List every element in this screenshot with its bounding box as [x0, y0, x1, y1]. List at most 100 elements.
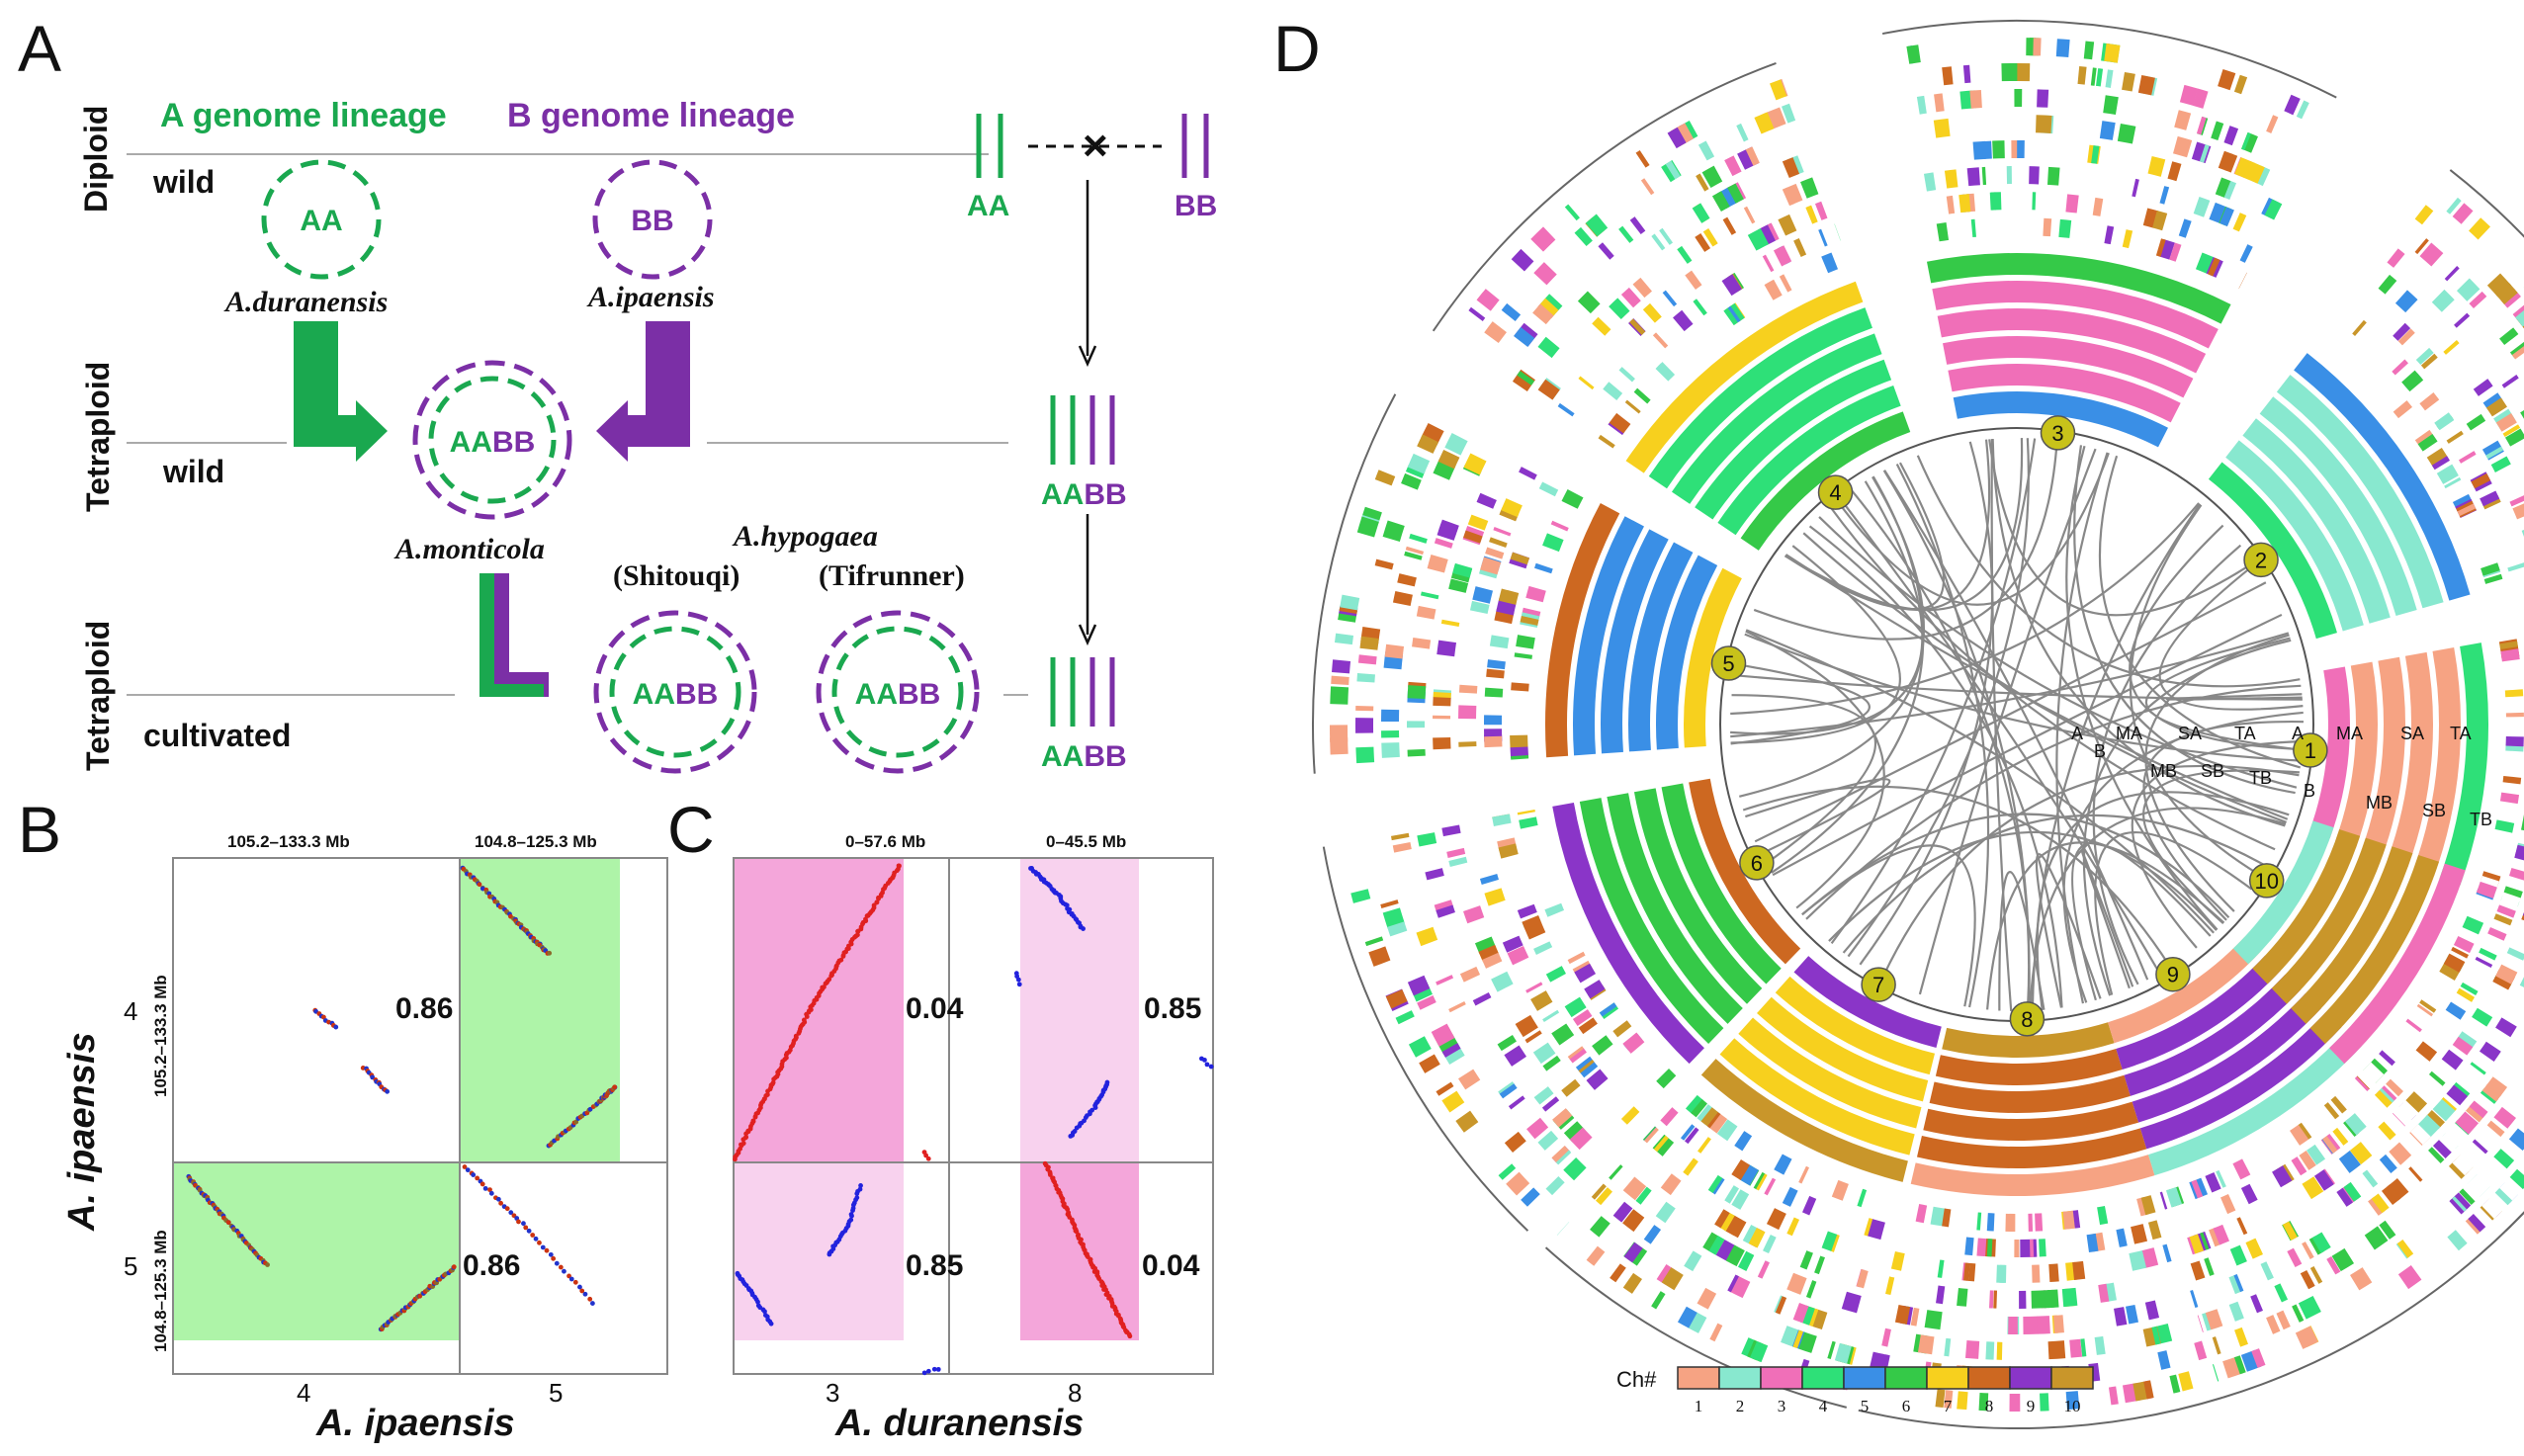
chromosome-sector — [1432, 61, 1911, 551]
a-monticola-label: A.monticola — [393, 533, 545, 565]
track-stripe — [2212, 1336, 2221, 1355]
track-stripe — [2191, 1179, 2204, 1199]
track-stripe — [2364, 1226, 2389, 1250]
synteny-link — [1744, 633, 2302, 762]
track-stripe — [1786, 1217, 1800, 1237]
track-stripe — [2014, 1239, 2020, 1257]
track-band — [1916, 1128, 2147, 1168]
track-stripe — [2493, 1149, 2515, 1169]
chromosome-badge — [1710, 645, 1747, 681]
track-stripe — [1419, 1054, 1440, 1073]
track-stripe — [1506, 1171, 1530, 1196]
track-stripe — [2274, 1283, 2289, 1303]
track-stripe — [2378, 274, 2397, 295]
track-stripe — [1642, 302, 1662, 323]
synteny-link — [1988, 439, 2254, 617]
track-stripe — [1476, 289, 1500, 311]
track-band — [1910, 1155, 2155, 1196]
track-stripe — [2428, 1071, 2446, 1086]
track-stripe — [2028, 1213, 2034, 1232]
track-stripe — [2287, 1247, 2303, 1268]
track-stripe — [2040, 1393, 2049, 1412]
track-stripe — [1673, 309, 1694, 332]
track-stripe — [2065, 1391, 2080, 1411]
synteny-link — [2036, 791, 2290, 1011]
track-stripe — [1715, 1240, 1737, 1262]
track-label-tb-1: TB — [2249, 768, 2272, 788]
track-label-b-2: B — [2304, 781, 2315, 801]
track-stripe — [1933, 118, 1951, 138]
track-band — [1937, 308, 2207, 374]
legend-swatch — [1801, 1366, 1845, 1390]
track-stripe — [1598, 434, 1615, 449]
track-background — [1511, 151, 1815, 394]
track-label-b-1: B — [2094, 741, 2106, 761]
dot-trace — [558, 1264, 564, 1270]
track-stripe — [2485, 446, 2504, 460]
panel-a-letter: A — [18, 12, 61, 85]
track-stripe — [1799, 1305, 1815, 1326]
panel-c-value-bl: 0.85 — [906, 1249, 963, 1282]
chromosome-number: 1 — [2305, 738, 2316, 763]
legend-swatch — [2009, 1366, 2052, 1390]
track-stripe — [1964, 1339, 1980, 1359]
track-stripe — [1444, 433, 1468, 456]
track-stripe — [2311, 1232, 2331, 1253]
track-stripe — [1944, 169, 1958, 189]
track-stripe — [2456, 278, 2480, 301]
track-stripe — [1578, 376, 1595, 390]
track-stripe — [2496, 904, 2516, 918]
track-stripe — [2503, 886, 2523, 899]
track-stripe — [2072, 1260, 2086, 1281]
track-stripe — [1448, 856, 1468, 868]
track-stripe — [2216, 1169, 2226, 1188]
track-band — [2148, 1031, 2362, 1176]
track-stripe — [1599, 1002, 1617, 1017]
track-stripe — [2116, 1228, 2128, 1247]
track-band — [2232, 820, 2334, 965]
synteny-link — [1771, 475, 1925, 874]
track-stripe — [2393, 400, 2413, 419]
track-stripe — [2313, 1169, 2334, 1191]
track-stripe — [2418, 1114, 2441, 1137]
track-stripe — [1714, 1209, 1730, 1229]
track-stripe — [2194, 1340, 2208, 1361]
track-stripe — [1708, 1113, 1728, 1134]
shitouqi-label: (Shitouqi) — [613, 559, 740, 592]
track-background — [1642, 1126, 1886, 1267]
synteny-link — [1754, 581, 2267, 843]
track-stripe — [1700, 1107, 1719, 1127]
track-stripe — [2178, 218, 2192, 238]
track-label-sa-1: SA — [2178, 724, 2202, 743]
chromosome-number: 9 — [2167, 963, 2179, 987]
track-stripe — [1610, 1263, 1626, 1283]
track-stripe — [2485, 1076, 2508, 1097]
synteny-link — [2055, 452, 2109, 1004]
track-stripe — [2392, 1113, 2405, 1127]
track-stripe — [1830, 1234, 1840, 1252]
track-stripe — [2147, 156, 2166, 177]
dot-trace — [854, 1195, 860, 1201]
track-band — [1656, 555, 1718, 750]
track-stripe — [1635, 149, 1650, 168]
track-stripe — [2521, 821, 2524, 831]
track-band — [2329, 863, 2466, 1065]
track-stripe — [1417, 832, 1437, 847]
track-stripe — [2196, 116, 2207, 135]
track-stripe — [1717, 186, 1739, 210]
karyotype-schematic: AA × BB AABB AABB — [967, 114, 1217, 773]
synteny-link — [2165, 693, 2303, 701]
track-stripe — [1707, 1174, 1723, 1194]
track-stripe — [2521, 530, 2524, 538]
track-stripe — [1727, 1274, 1739, 1293]
track-stripe — [1723, 307, 1738, 326]
cultivated-arrow-purple — [479, 573, 549, 697]
track-stripe — [2495, 964, 2518, 985]
track-stripe — [2099, 121, 2116, 140]
track-stripe — [1906, 44, 1921, 64]
track-stripe — [2296, 100, 2309, 120]
track-stripe — [1395, 1010, 1415, 1025]
track-stripe — [1629, 318, 1646, 335]
track-stripe — [1356, 673, 1375, 683]
track-stripe — [2445, 1001, 2467, 1020]
